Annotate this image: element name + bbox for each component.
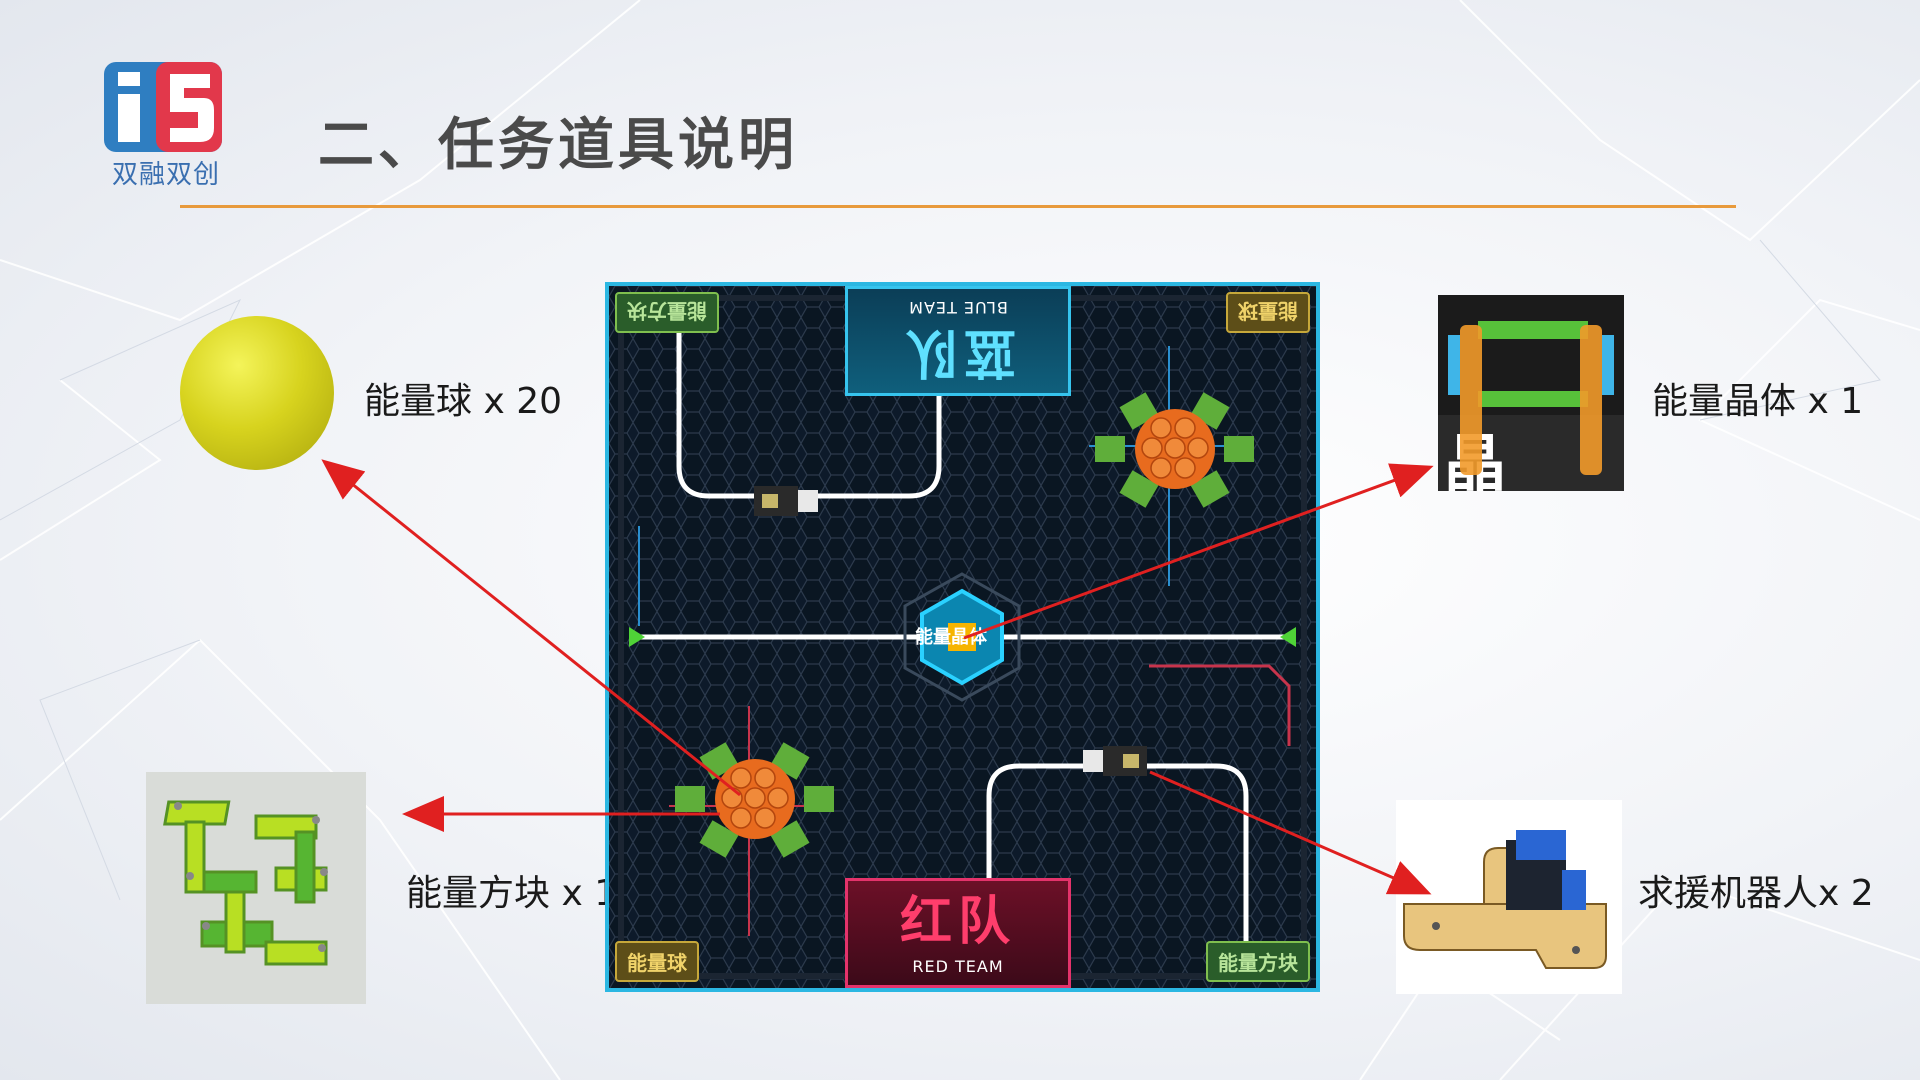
energy-block-image [146,772,366,1004]
center-crystal-label: 能量晶体 [915,627,987,648]
slide-title: 二、任务道具说明 [318,113,798,178]
red-team-en: RED TEAM [912,957,1004,976]
rescue-robot-image [1396,800,1622,994]
energy-block-label: 能量方块 x 12 [406,873,641,914]
title-divider [180,205,1736,208]
corner-label-bottom-left: 能量球 [615,941,699,982]
i5-logo-icon [104,62,222,152]
red-team-name: 红队 [899,892,1016,952]
competition-field-map: 蓝队 BLUE TEAM 红队 RED TEAM 能量方块 能量球 能量球 能量… [605,282,1320,992]
corner-label-top-right: 能量球 [1226,292,1310,333]
brand-name: 双融双创 [111,160,220,190]
corner-label-bottom-right: 能量方块 [1206,941,1310,982]
blue-team-name: 蓝队 [900,322,1017,382]
corner-label-top-left: 能量方块 [615,292,719,333]
red-team-zone: 红队 RED TEAM [845,878,1071,988]
robot-top [754,486,818,516]
energy-crystal-label: 能量晶体 x 1 [1652,381,1864,422]
robot-bottom [1083,746,1147,776]
energy-crystal-image: 晶 [1438,295,1624,491]
energy-ball-image [180,316,334,470]
brand-logo: 双融双创 [104,62,224,192]
blue-team-en: BLUE TEAM [908,298,1008,317]
blue-team-zone: 蓝队 BLUE TEAM [845,286,1071,396]
rescue-robot-label: 求援机器人x 2 [1638,873,1874,914]
energy-ball-label: 能量球 x 20 [364,381,563,422]
